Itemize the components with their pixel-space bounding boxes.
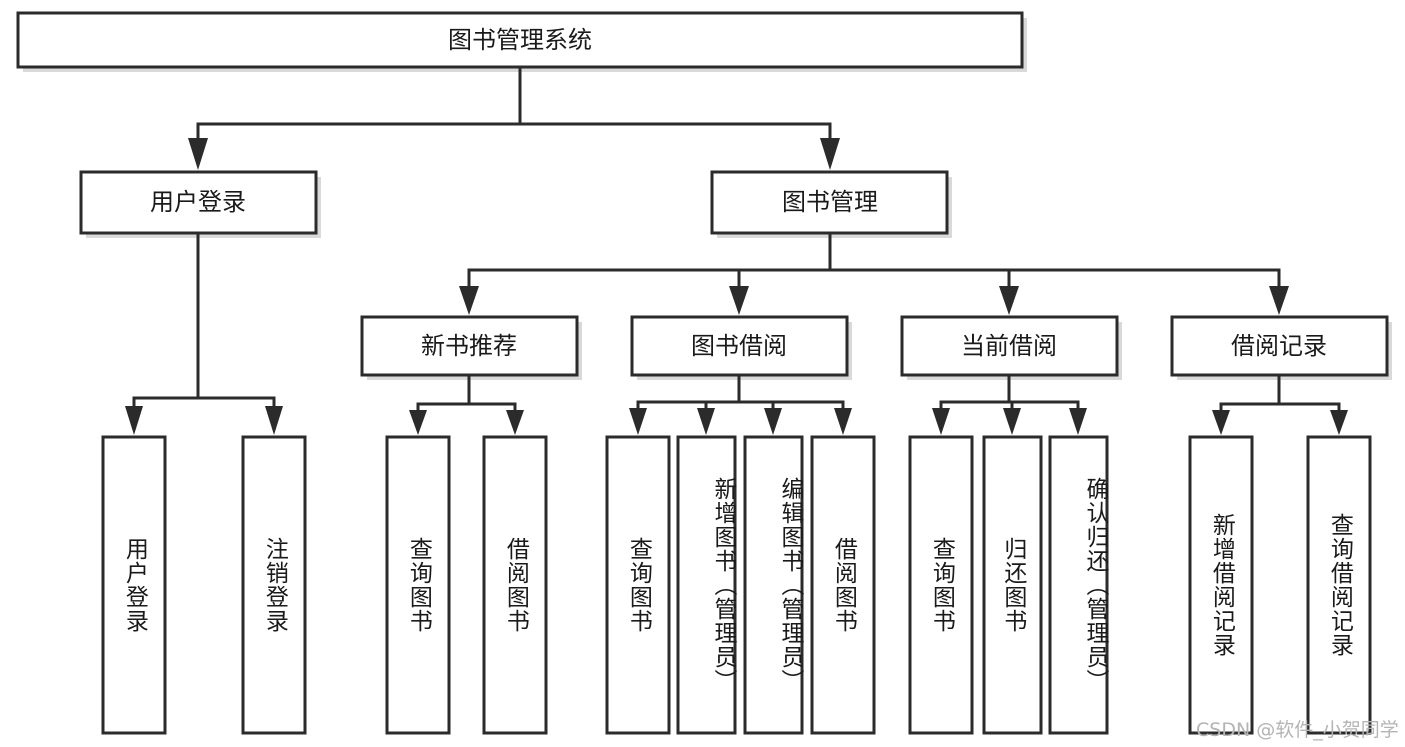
leaf-box-edit-book[interactable] (743, 435, 804, 735)
arrowhead-leaf-logout (265, 406, 283, 435)
arrowhead-book-mgmt (820, 138, 840, 170)
leaf-box-add-record[interactable] (1188, 435, 1254, 735)
leaf-label-confirm-return: 确认归还（管理员） (1082, 477, 1108, 693)
leaf-box-confirm-return[interactable] (1048, 435, 1109, 735)
leaf-label-borrow-book-1: 借阅图书 (502, 537, 529, 633)
leaf-label-add-book: 新增图书（管理员） (710, 477, 736, 693)
arrowhead-user-login (188, 138, 208, 170)
arrowhead-current-borrow (999, 286, 1019, 315)
node-root[interactable] (16, 11, 1024, 69)
leaf-label-query-record: 查询借阅记录 (1326, 513, 1353, 657)
node-current-borrow[interactable] (900, 315, 1119, 377)
node-new-book-recommend[interactable] (360, 315, 579, 377)
arrowhead-book-borrow (729, 286, 749, 315)
node-borrow-record[interactable] (1170, 315, 1389, 377)
node-book-borrow[interactable] (630, 315, 849, 377)
arrowhead-leaf-query-book-1 (409, 410, 427, 435)
label-root: 图书管理系统 (448, 26, 592, 54)
arrowhead-leaf-query-record (1330, 410, 1348, 435)
label-current-borrow: 当前借阅 (961, 332, 1057, 360)
leaf-label-query-book-3: 查询图书 (928, 537, 955, 633)
node-user-login[interactable] (79, 170, 318, 235)
connector-lines (125, 65, 1348, 435)
leaf-box-borrow-book-2[interactable] (810, 435, 876, 735)
node-labels: 图书管理系统 用户登录 图书管理 新书推荐 图书借阅 当前借阅 借阅记录 (150, 26, 1327, 360)
arrowhead-leaf-return-book (1003, 408, 1021, 435)
label-borrow-record: 借阅记录 (1231, 332, 1327, 360)
arrowhead-leaf-add-book (697, 408, 715, 435)
leaf-box-add-book[interactable] (676, 435, 737, 735)
leaf-box-borrow-book-1[interactable] (482, 435, 548, 735)
label-user-login: 用户登录 (150, 188, 246, 216)
arrowhead-leaf-query-book-3 (932, 408, 950, 435)
leaf-label-edit-book: 编辑图书（管理员） (777, 477, 803, 693)
leaf-label-add-record: 新增借阅记录 (1208, 513, 1235, 657)
leaf-label-query-book-1: 查询图书 (405, 537, 432, 633)
arrowhead-leaf-edit-book (764, 408, 782, 435)
arrowhead-leaf-borrow-book-1 (506, 410, 524, 435)
label-book-borrow: 图书借阅 (691, 332, 787, 360)
node-book-management[interactable] (710, 170, 949, 235)
arrowhead-leaf-user-login (125, 406, 143, 435)
leaf-box-query-record[interactable] (1306, 435, 1372, 735)
leaf-box-user-login[interactable] (101, 435, 167, 735)
label-book-management: 图书管理 (782, 188, 878, 216)
leaf-label-user-login: 用户登录 (121, 537, 148, 633)
leaf-box-logout[interactable] (241, 435, 307, 735)
arrowhead-leaf-borrow-book-2 (834, 408, 852, 435)
arrowhead-borrow-record (1269, 286, 1289, 315)
leaf-label-query-book-2: 查询图书 (625, 537, 652, 633)
leaf-box-query-book-2[interactable] (605, 435, 671, 735)
leaf-box-query-book-1[interactable] (385, 435, 451, 735)
leaf-box-return-book[interactable] (982, 435, 1043, 735)
leaf-box-query-book-3[interactable] (908, 435, 974, 735)
leaf-label-return-book: 归还图书 (999, 537, 1026, 633)
arrowhead-leaf-add-record (1212, 410, 1230, 435)
arrowhead-new-book-rec (459, 286, 479, 315)
leaf-label-borrow-book-2: 借阅图书 (830, 537, 857, 633)
arrowhead-leaf-confirm-return (1069, 408, 1087, 435)
node-boxes (16, 11, 1389, 735)
label-new-book-recommend: 新书推荐 (421, 332, 517, 360)
arrowhead-leaf-query-book-2 (629, 408, 647, 435)
leaf-label-logout: 注销登录 (261, 537, 288, 633)
watermark-text: CSDN @软件_小贺同学 (1196, 719, 1399, 741)
